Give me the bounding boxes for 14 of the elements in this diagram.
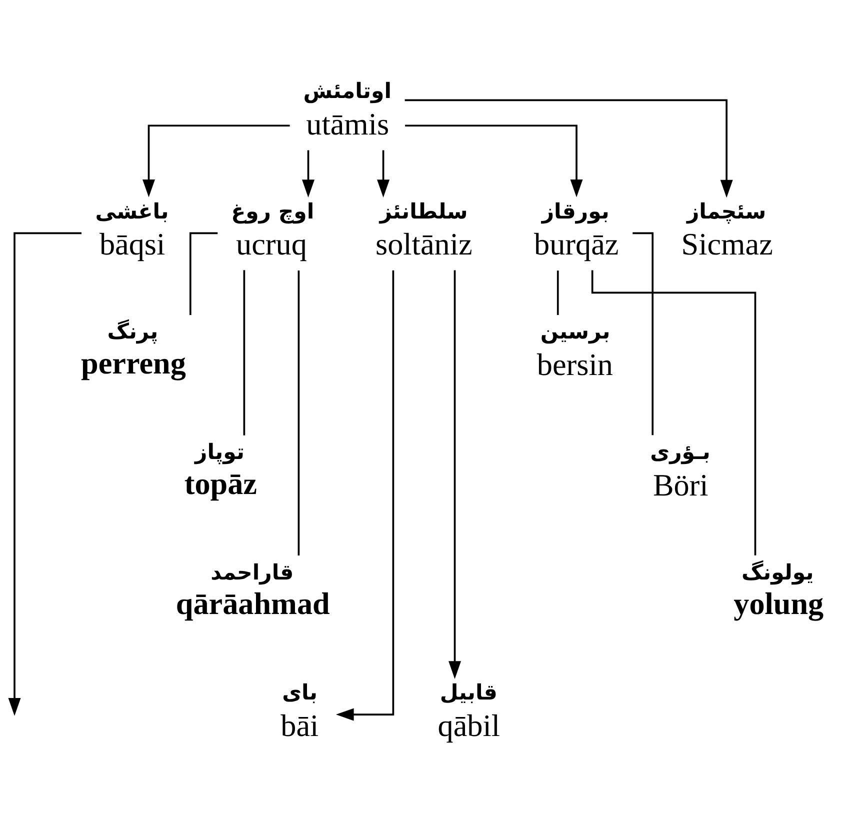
arrow [336,270,394,720]
arrow [377,150,390,197]
connector [632,232,654,435]
arrow [302,150,314,197]
connector [556,270,559,314]
arrow [8,232,82,716]
arrow [448,270,462,679]
arrow [405,124,583,197]
arrow [404,98,733,198]
connector [298,270,300,555]
arrow [142,124,290,197]
connector [243,270,246,435]
connector [189,232,218,314]
connector [591,270,756,555]
